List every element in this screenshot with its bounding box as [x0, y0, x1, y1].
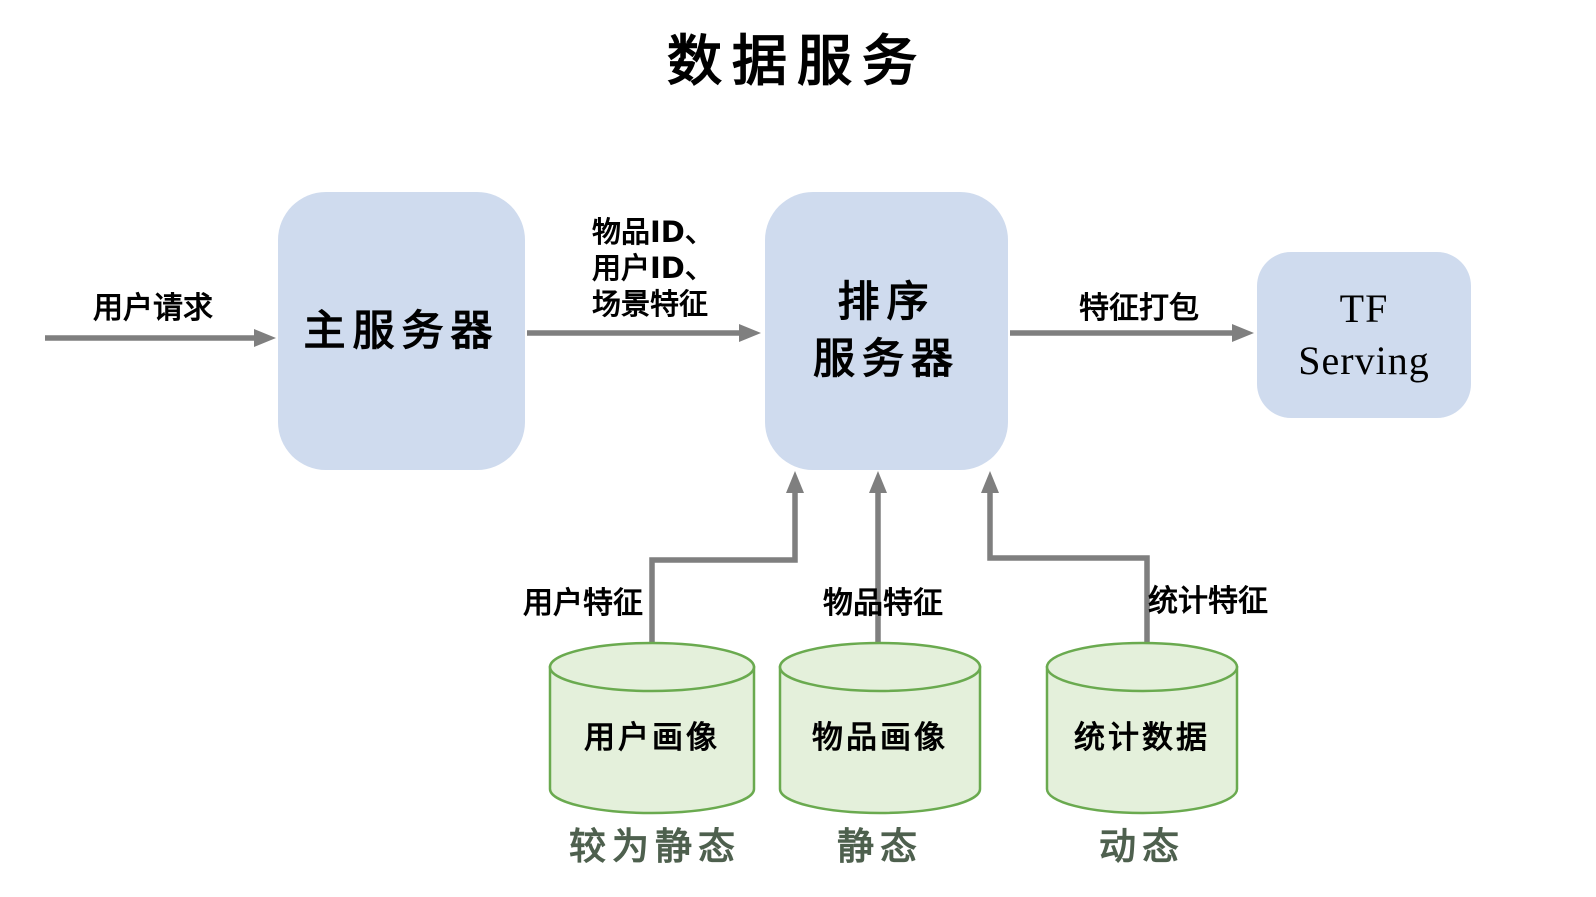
feature-pack-label: 特征打包: [1079, 291, 1199, 326]
db-item-profile-cylinder: [778, 641, 982, 815]
ranking-server-label-line1: 排序: [837, 277, 936, 327]
item-feature-label: 物品特征: [823, 586, 943, 621]
db-user-profile-label: 用户画像: [584, 720, 720, 756]
tf-serving-label-line1: TF: [1339, 286, 1389, 331]
ranking-input-line1: 物品ID、: [592, 215, 714, 249]
ranking-server-label-line2: 服务器: [812, 334, 960, 383]
ranking-input-label: 物品ID、 用户ID、 场景特征: [592, 214, 714, 322]
ranking-server-label: 排序 服务器: [813, 274, 960, 387]
ranking-input-line3: 场景特征: [592, 287, 709, 321]
node-ranking-server: 排序 服务器: [765, 192, 1008, 470]
arrow-stat-feature: [981, 471, 1150, 644]
stat-feature-label: 统计特征: [1148, 584, 1268, 619]
db-stats-state: 动态: [1099, 825, 1185, 868]
db-item-profile-label: 物品画像: [812, 720, 948, 756]
user-feature-label: 用户特征: [523, 586, 643, 621]
tf-serving-label-line2: Serving: [1298, 338, 1430, 383]
db-user-profile-cylinder: [548, 641, 756, 815]
node-tf-serving: TF Serving: [1257, 252, 1471, 418]
user-request-label: 用户请求: [93, 291, 213, 326]
db-stats-label: 统计数据: [1074, 720, 1210, 756]
arrow-user-feature: [649, 471, 804, 642]
node-main-server: 主服务器: [278, 192, 525, 470]
tf-serving-label: TF Serving: [1298, 283, 1429, 387]
db-item-profile-state: 静态: [837, 825, 923, 868]
db-user-profile-state: 较为静态: [569, 825, 741, 868]
diagram-title: 数据服务: [666, 29, 928, 93]
main-server-label: 主服务器: [303, 305, 500, 355]
db-stats-cylinder: [1045, 641, 1239, 815]
ranking-input-line2: 用户ID、: [592, 251, 714, 285]
